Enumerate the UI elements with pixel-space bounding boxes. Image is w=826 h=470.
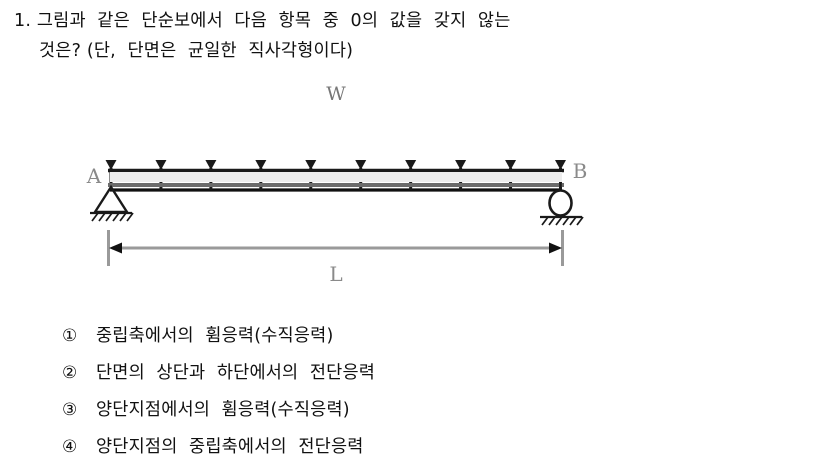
option-2-marker: ②	[62, 363, 78, 383]
load-arrow-head	[555, 160, 566, 170]
option-4-marker: ④	[62, 437, 78, 457]
right-roller-support	[540, 183, 584, 226]
support-label-b: B	[573, 159, 588, 183]
simply-supported-beam-diagram: W A B L	[0, 78, 826, 303]
load-arrow-head	[155, 160, 167, 170]
question-line-1: 1. 그림과 같은 단순보에서 다음 항목 중 0의 값을 갖지 않는	[14, 11, 511, 31]
option-3-label: 양단지점에서의 휨응력(수직응력)	[96, 400, 350, 420]
load-arrow-head	[405, 160, 417, 170]
load-arrow-head	[255, 160, 267, 170]
load-label-w: W	[326, 83, 346, 105]
load-arrow-head	[455, 160, 467, 170]
question-line-2: 것은? (단, 단면은 균일한 직사각형이다)	[39, 41, 354, 61]
load-arrow-head	[205, 160, 217, 170]
option-4-label: 양단지점의 중립축에서의 전단응력	[96, 437, 364, 457]
load-arrow-head	[355, 160, 367, 170]
span-label-l: L	[329, 262, 342, 286]
option-3[interactable]: ③ 양단지점에서의 휨응력(수직응력)	[62, 394, 802, 431]
span-dimension	[107, 230, 564, 266]
left-pin-support	[90, 184, 134, 222]
beam-fill	[110, 172, 562, 182]
option-2[interactable]: ② 단면의 상단과 하단에서의 전단응력	[62, 357, 802, 394]
option-4[interactable]: ④ 양단지점의 중립축에서의 전단응력	[62, 431, 802, 468]
load-arrow-head	[305, 160, 317, 170]
option-1-marker: ①	[62, 326, 78, 346]
option-2-label: 단면의 상단과 하단에서의 전단응력	[96, 363, 376, 383]
option-1-label: 중립축에서의 휨응력(수직응력)	[96, 326, 334, 346]
question-block: 1. 그림과 같은 단순보에서 다음 항목 중 0의 값을 갖지 않는 것은? …	[14, 6, 714, 66]
option-3-marker: ③	[62, 400, 78, 420]
load-arrow-head	[505, 160, 517, 170]
option-1[interactable]: ① 중립축에서의 휨응력(수직응력)	[62, 320, 802, 357]
options-list: ① 중립축에서의 휨응력(수직응력) ② 단면의 상단과 하단에서의 전단응력 …	[62, 320, 802, 468]
support-label-a: A	[86, 164, 102, 188]
load-arrow-head	[105, 160, 117, 170]
